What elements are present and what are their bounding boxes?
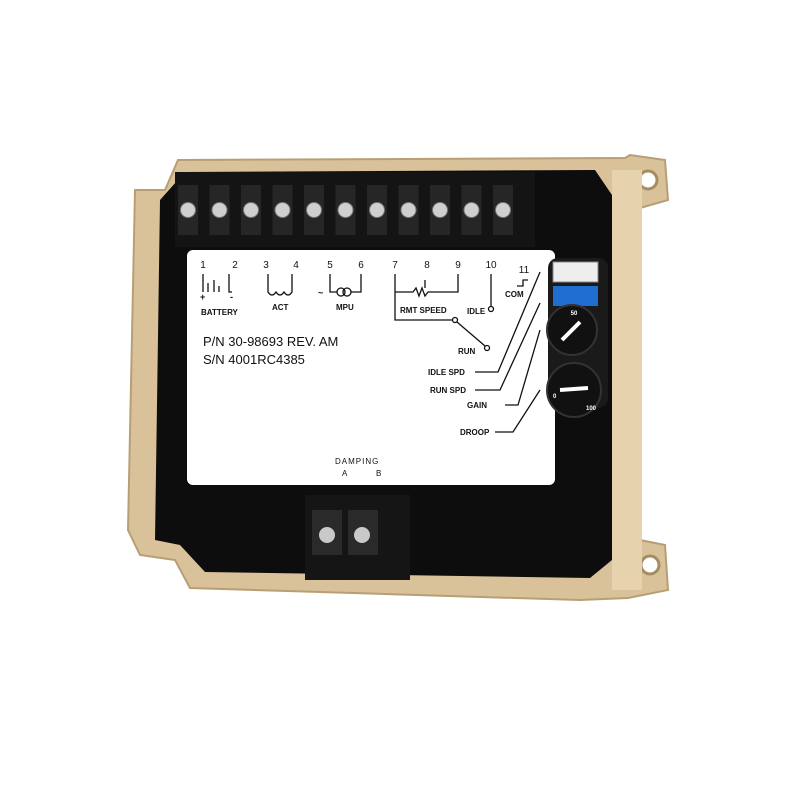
mpu-label: MPU [336,303,354,312]
dial-mark: 100 [586,406,597,412]
gain-label: GAIN [467,401,487,410]
run-label: RUN [458,347,476,356]
droop-label: DROOP [460,428,490,437]
mount-hole-bottom [639,554,661,576]
terminal-number: 1 [200,260,206,271]
damping-a-label: A [342,469,348,478]
serial-number: S/N 4001RC4385 [203,352,305,367]
idle-spd-label: IDLE SPD [428,368,465,377]
terminal-screw[interactable] [495,202,511,218]
terminal-number: 3 [263,260,269,271]
screw-b[interactable] [354,527,370,543]
terminal-number: 9 [455,260,461,271]
terminal-screw[interactable] [337,202,354,218]
terminal-screw[interactable] [243,202,259,218]
dial-mark: 0 [553,394,557,400]
trimpot-white[interactable] [552,261,599,283]
wiring-schematic [202,271,541,433]
terminal-number: 7 [392,260,398,271]
terminal-block-top [175,172,535,247]
terminal-number: 11 [519,265,530,276]
terminal-screw[interactable] [180,202,196,218]
terminal-number: 6 [358,260,364,271]
terminal-number: 10 [485,260,497,271]
act-label: ACT [272,303,289,312]
battery-plus: + [200,292,205,302]
trimpot-blue[interactable] [553,286,598,306]
dial-mark: 50 [571,311,578,317]
mpu-ac-symbol: ~ [318,288,323,298]
terminal-number: 4 [293,260,299,271]
part-number: P/N 30-98693 REV. AM [203,334,338,349]
battery-minus: - [230,292,233,302]
terminal-number: 8 [424,260,430,271]
battery-label: BATTERY [201,308,239,317]
terminal-block-damping [305,495,410,580]
run-spd-label: RUN SPD [430,386,466,395]
terminal-screw[interactable] [274,202,291,218]
terminal-screw[interactable] [463,202,480,218]
damping-b-label: B [376,469,381,478]
com-label: COM [505,290,524,299]
terminal-screw[interactable] [306,202,322,218]
terminal-screw[interactable] [432,202,448,218]
rmt-speed-label: RMT SPEED [400,306,447,315]
label-panel [187,250,555,485]
terminal-number: 2 [232,260,238,271]
terminal-screw[interactable] [369,202,385,218]
damping-label: DAMPING [335,457,379,466]
terminal-screw[interactable] [400,202,417,218]
idle-label: IDLE [467,307,486,316]
screw-a[interactable] [319,527,335,543]
terminal-screw[interactable] [211,202,228,218]
terminal-number: 5 [327,260,333,271]
